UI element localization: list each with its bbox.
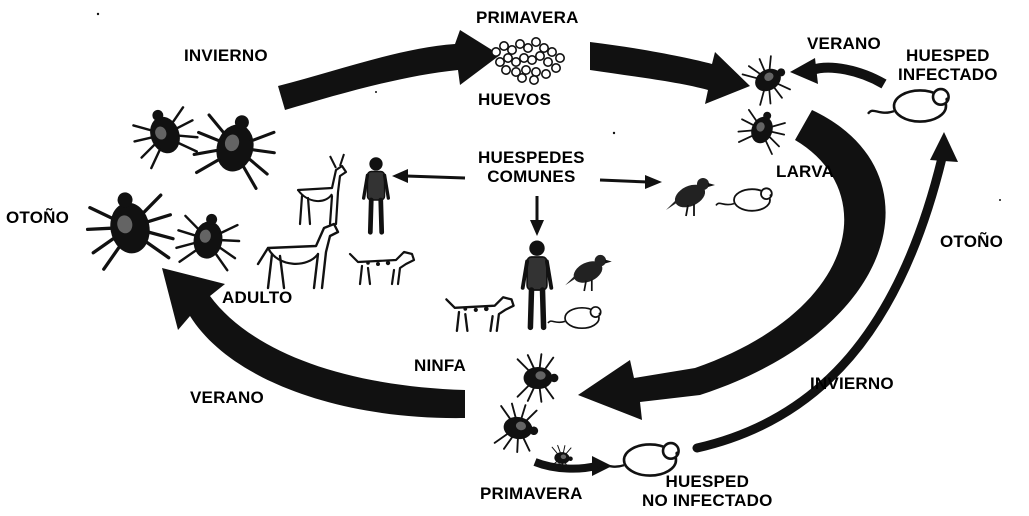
dog-icon <box>348 250 416 286</box>
label-verano-top-right: VERANO <box>807 34 881 53</box>
arrow-invierno-primavera <box>278 30 500 110</box>
label-huesped-no-infectado: HUESPED NO INFECTADO <box>642 472 773 510</box>
deer-icon <box>296 152 348 226</box>
label-otono-left: OTOÑO <box>6 208 70 227</box>
label-primavera-top: PRIMAVERA <box>476 8 579 27</box>
arrow-comunes-right <box>599 178 649 184</box>
arrow-comunes-left <box>405 174 466 180</box>
horse-icon <box>256 222 340 290</box>
tick-icon <box>516 353 560 403</box>
label-invierno-left: INVIERNO <box>184 46 268 65</box>
arrow-primavera-verano <box>590 42 750 104</box>
label-huevos: HUEVOS <box>478 90 551 109</box>
dog-icon <box>445 296 515 333</box>
person-icon <box>523 241 552 328</box>
mouse-icon <box>715 187 774 212</box>
bird-icon <box>564 254 613 292</box>
arrow-primavera-huesped <box>533 458 597 473</box>
tick-icon <box>739 50 797 110</box>
label-huesped-infectado: HUESPED INFECTADO <box>898 46 998 84</box>
label-invierno-right: INVIERNO <box>810 374 894 393</box>
arrow-verano-infectado <box>810 62 887 89</box>
mouse-icon <box>547 306 602 330</box>
print-speckles <box>96 12 1001 432</box>
mouse-icon <box>596 441 681 477</box>
label-larva: LARVA <box>776 162 834 181</box>
tick-icon <box>186 103 284 193</box>
tick-icon <box>733 103 791 157</box>
label-otono-right: OTOÑO <box>940 232 1004 251</box>
label-verano-left: VERANO <box>190 388 264 407</box>
mouse-icon <box>866 87 951 123</box>
arrow-ninfa-adulto <box>162 268 465 419</box>
label-adulto: ADULTO <box>222 288 293 307</box>
arrow-larva-ninfa <box>578 110 886 420</box>
label-primavera-bottom: PRIMAVERA <box>480 484 583 503</box>
label-huespedes-comunes: HUESPEDES COMUNES <box>478 148 585 186</box>
arrow-to-huesped-infectado <box>692 153 947 453</box>
tick-icon <box>171 207 245 273</box>
bird-icon <box>665 177 716 217</box>
person-icon <box>364 157 389 232</box>
tick-icon <box>80 183 180 273</box>
tick-icon <box>125 98 205 172</box>
egg-cluster-icon <box>490 36 566 85</box>
tick-icon <box>492 400 544 456</box>
label-ninfa: NINFA <box>414 356 466 375</box>
